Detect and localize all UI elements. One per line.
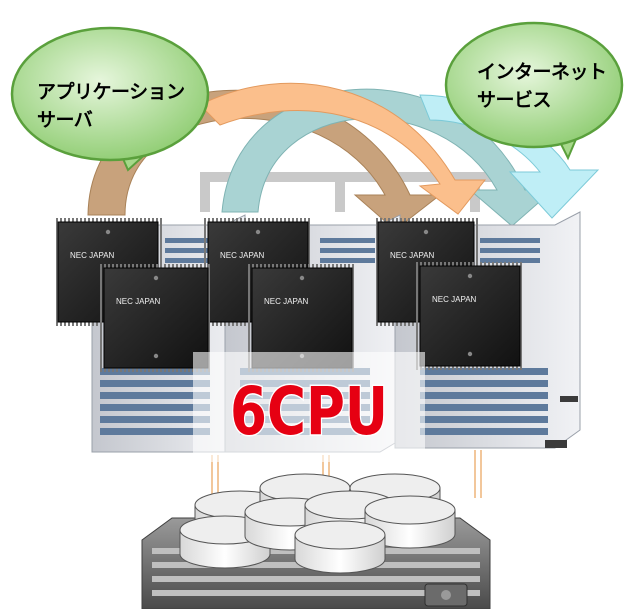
bubble-application-server: [10, 26, 210, 172]
disk-platters: [179, 473, 456, 574]
cpu-count-label: 6CPU: [230, 373, 388, 450]
cpu-chip: NEC JAPAN: [416, 262, 524, 370]
cpu-chip-label: NEC JAPAN: [220, 251, 265, 260]
application-server-line1: アプリケーション: [37, 81, 185, 103]
internet-services-line2: サービス: [477, 89, 552, 111]
bubble-application-server-text: アプリケーション サーバ: [37, 78, 185, 134]
cpu-chip-label: NEC JAPAN: [116, 297, 161, 306]
internet-services-line1: インターネット: [477, 61, 607, 83]
cpu-chip-label: NEC JAPAN: [432, 295, 477, 304]
cpu-chip-label: NEC JAPAN: [390, 251, 435, 260]
arrow-peach: [199, 82, 487, 215]
cpu-chip-label: NEC JAPAN: [264, 297, 309, 306]
application-server-line2: サーバ: [37, 109, 93, 131]
tower-right-vents: [420, 238, 548, 435]
cpu-chips: NEC JAPAN NEC JAPAN NEC JAPAN NEC JAPAN NEC …: [54, 218, 524, 372]
storage-array: [141, 473, 491, 610]
disk-platter: [364, 495, 456, 549]
bubble-internet-services: [444, 21, 624, 161]
cpu-chip: NEC JAPAN: [100, 264, 212, 372]
cpu-chip-label: NEC JAPAN: [70, 251, 115, 260]
bubble-internet-services-text: インターネット サービス: [477, 58, 607, 114]
disk-platter: [294, 520, 386, 574]
cpu-highlight: 6CPU: [193, 352, 425, 462]
